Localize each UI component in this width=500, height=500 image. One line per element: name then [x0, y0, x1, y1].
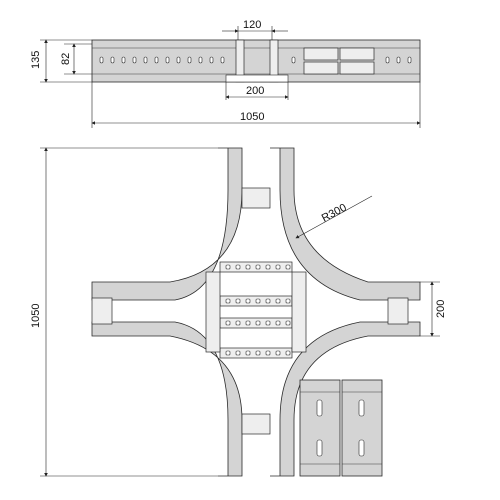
slot-mark [245, 264, 251, 270]
slot-mark [165, 56, 170, 64]
slot-mark [407, 56, 412, 64]
slot-mark [235, 350, 241, 356]
connector-mark [339, 47, 375, 61]
slot-mark [235, 320, 241, 326]
dim-radius: R300 [320, 202, 349, 225]
slot-mark [285, 350, 291, 356]
slot-mark [176, 56, 181, 64]
slot-mark [255, 298, 261, 304]
slot-mark [285, 298, 291, 304]
slot-mark [265, 350, 271, 356]
connector-mark [303, 61, 339, 75]
slot-mark [291, 56, 296, 64]
dim-arm-width: 200 [435, 300, 447, 318]
slot-mark [285, 320, 291, 326]
slot-mark [187, 56, 192, 64]
slot-mark [245, 320, 251, 326]
slot-mark [225, 298, 231, 304]
slot-mark [255, 264, 261, 270]
dim-total-height: 1050 [30, 304, 42, 328]
slot-mark [235, 298, 241, 304]
dim-side-height: 135 [30, 51, 42, 69]
slot-mark [275, 320, 281, 326]
side-view-connectors [303, 47, 375, 75]
slot-mark [132, 56, 137, 64]
dim-top-width: 200 [246, 85, 264, 97]
slot-mark [396, 56, 401, 64]
dim-side-inner: 82 [60, 53, 72, 65]
slot-mark [143, 56, 148, 64]
center-rungs [219, 261, 293, 359]
slot-mark [235, 264, 241, 270]
connector-mark [303, 47, 339, 61]
slot-mark [99, 56, 104, 64]
slot-mark [265, 264, 271, 270]
slot-mark [275, 350, 281, 356]
slot-mark [275, 264, 281, 270]
dim-top-gap: 120 [243, 19, 261, 31]
slot-mark [225, 350, 231, 356]
slot-mark [265, 320, 271, 326]
top-view-cross: R300 200 1050 [30, 147, 447, 477]
slot-mark [198, 56, 203, 64]
connector-plates [299, 379, 383, 477]
slot-mark [245, 298, 251, 304]
slot-mark [255, 320, 261, 326]
connector-mark [339, 61, 375, 75]
slot-mark [385, 56, 390, 64]
slot-mark [110, 56, 115, 64]
dim-total-width: 1050 [240, 111, 264, 123]
slot-mark [225, 264, 231, 270]
slot-mark [245, 350, 251, 356]
slot-mark [121, 56, 126, 64]
side-view: 135 82 120 200 1050 [30, 19, 421, 128]
slot-mark [265, 298, 271, 304]
side-view-slots [99, 56, 412, 64]
slot-mark [285, 264, 291, 270]
slot-mark [275, 298, 281, 304]
slot-mark [154, 56, 159, 64]
slot-mark [225, 320, 231, 326]
slot-mark [220, 56, 225, 64]
slot-mark [209, 56, 214, 64]
slot-mark [255, 350, 261, 356]
